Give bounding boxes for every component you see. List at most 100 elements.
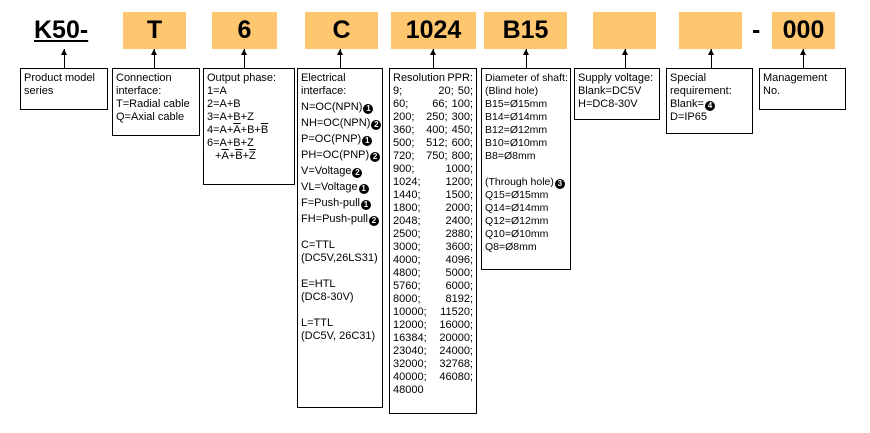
supply-code-box [593, 12, 656, 49]
phase-item-3: 3=A+B+Z [207, 111, 254, 123]
resolution-cell: 46080; [439, 371, 473, 383]
resolution-row: 360;400;450; [393, 124, 473, 137]
resolution-row: 2048; 2400; [393, 215, 473, 228]
phase-item-4: 4=A+A+B+B [207, 124, 269, 136]
resolution-row: 5760;6000; [393, 280, 473, 293]
resolution-cell: 32768; [439, 358, 473, 370]
resolution-row: 200;250;300; [393, 111, 473, 124]
resolution-cell: 4800; [393, 267, 421, 279]
resolution-cell: 2048; [393, 215, 421, 227]
shaft-through-1: Q15=Ø15mm [485, 189, 549, 201]
shaft-through-5: Q8=Ø8mm [485, 241, 537, 253]
connection-line-2: interface: [116, 85, 162, 97]
management-box: Management No. [759, 68, 846, 110]
resolution-row: 9; 20;50; [393, 85, 473, 98]
resolution-cell: 512; [426, 137, 448, 149]
resolution-cell: 50; [457, 85, 473, 97]
arrow-head-shaft [523, 49, 529, 55]
resolution-row: 10000;11520; [393, 306, 473, 319]
resolution-cell: 2400; [445, 215, 473, 227]
resolution-cell: 2880; [445, 228, 473, 240]
connection-line-1: Connection [116, 72, 172, 84]
arrow-head-resolution [430, 49, 436, 55]
arrow-shaft [526, 49, 527, 68]
shaft-box: Diameter of shaft: (Blind hole) B15=Ø15m… [481, 68, 571, 270]
phase-item-6-cont: +A+B+Z [215, 150, 256, 162]
arrow-model [64, 49, 65, 68]
resolution-cell: 4000; [393, 254, 421, 266]
resolution-row: 23040;24000; [393, 345, 473, 358]
arrow-phase [244, 49, 245, 68]
resolution-rows: 9;20;50;60;66;100;200;250;300;360;400;45… [393, 85, 473, 397]
resolution-cell: 20000; [439, 332, 473, 344]
resolution-cell: 800; [451, 150, 473, 162]
shaft-blind-3: B12=Ø12mm [485, 124, 548, 136]
electrical-opt-p: P=OC(PNP)1 [301, 133, 379, 146]
shaft-blind-2: B14=Ø14mm [485, 111, 548, 123]
resolution-cell: 8192; [445, 293, 473, 305]
shaft-blind-1: B15=Ø15mm [485, 98, 548, 110]
management-code-box: 000 [772, 12, 835, 49]
output-phase-box: Output phase: 1=A 2=A+B 3=A+B+Z 4=A+A+B+… [203, 68, 295, 185]
phase-code-box: 6 [212, 12, 277, 49]
model-code: K50- [34, 16, 89, 44]
electrical-opt-ph: PH=OC(PNP)2 [301, 149, 381, 162]
supply-box: Supply voltage: Blank=DC5V H=DC8-30V [574, 68, 660, 120]
resolution-header: Resolution PPR: [393, 72, 473, 85]
resolution-cell: 400; [426, 124, 448, 136]
resolution-header-left: Resolution [393, 72, 445, 84]
shaft-through-title: (Through hole)3 [485, 176, 567, 189]
resolution-cell: 1440; [393, 189, 421, 201]
special-box: Special requirement: Blank=4 D=IP65 [666, 68, 753, 134]
resolution-row: 720;750;800; [393, 150, 473, 163]
shaft-through-2: Q14=Ø14mm [485, 202, 549, 214]
arrow-head-supply [622, 49, 628, 55]
supply-line-3: H=DC8-30V [578, 98, 638, 110]
resolution-row: 1800;2000; [393, 202, 473, 215]
resolution-cell: 5760; [393, 280, 421, 292]
resolution-row: 4800;5000; [393, 267, 473, 280]
shaft-blind-4: B10=Ø10mm [485, 137, 548, 149]
separator-dash: - [752, 16, 761, 44]
resolution-row: 12000;16000; [393, 319, 473, 332]
resolution-cell: 1200; [445, 176, 473, 188]
resolution-header-right: PPR: [447, 72, 473, 84]
electrical-title-2: interface: [301, 85, 347, 97]
resolution-cell: 24000; [439, 345, 473, 357]
arrow-head-special [708, 49, 714, 55]
resolution-row: 16384; 20000; [393, 332, 473, 345]
arrow-resolution [433, 49, 434, 68]
resolution-cell: 20; [438, 85, 454, 97]
arrow-special [711, 49, 712, 68]
resolution-row: 48000 [393, 384, 473, 397]
resolution-cell: 1500; [445, 189, 473, 201]
product-model-box: Product model series [20, 68, 108, 110]
resolution-row: 32000;32768; [393, 358, 473, 371]
special-line-3: Blank=4 [670, 98, 749, 111]
resolution-cell: 60; [393, 98, 409, 110]
connection-box: Connection interface: T=Radial cable Q=A… [112, 68, 200, 136]
shaft-code-box: B15 [484, 12, 567, 49]
shaft-blind-5: B8=Ø8mm [485, 150, 536, 162]
resolution-row: 40000;46080; [393, 371, 473, 384]
arrow-head-electrical [337, 49, 343, 55]
special-line-4: D=IP65 [670, 111, 707, 123]
resolution-cell: 100; [451, 98, 473, 110]
resolution-cell: 9; [393, 85, 403, 97]
electrical-e-2: (DC8-30V) [301, 291, 354, 303]
resolution-cell: 750; [426, 150, 448, 162]
electrical-box: Electrical interface: N=OC(NPN)1 NH=OC(N… [297, 68, 383, 408]
resolution-cell: 8000; [393, 293, 421, 305]
product-model-line-2: series [24, 85, 54, 97]
resolution-cell: 2500; [393, 228, 421, 240]
resolution-cell: 16384; [393, 332, 427, 344]
resolution-cell: 10000; [393, 306, 427, 318]
resolution-row: 8000; 8192; [393, 293, 473, 306]
resolution-row: 3000;3600; [393, 241, 473, 254]
resolution-cell: 360; [393, 124, 415, 136]
electrical-code-box: C [305, 12, 378, 49]
resolution-row: 1024;1200; [393, 176, 473, 189]
